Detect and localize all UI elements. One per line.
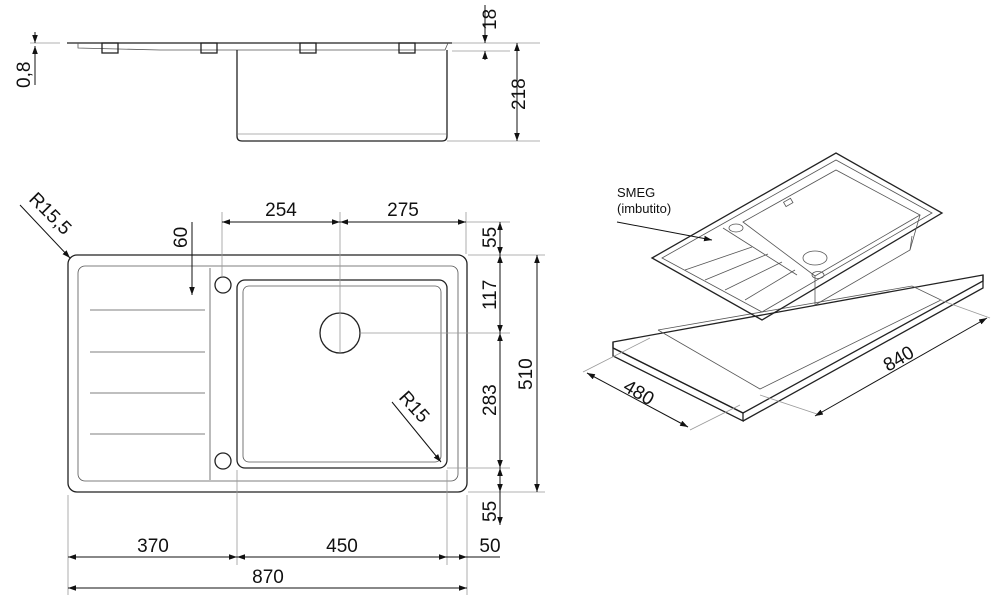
side-view: 0,8 18 218 (14, 5, 540, 142)
sink-iso (650, 152, 944, 321)
label-type: (imbutito) (617, 201, 671, 216)
dim-total-width: 870 (252, 567, 284, 588)
dim-hole-offset: 60 (171, 227, 192, 248)
dim-right-margin: 50 (479, 536, 500, 557)
dim-total-depth: 510 (516, 358, 537, 390)
dim-thickness: 0,8 (14, 62, 35, 88)
dim-top-margin: 55 (480, 227, 501, 248)
dim-bowl-radius: R15 (394, 387, 433, 427)
drainer-grooves (90, 309, 205, 435)
dim-bottom-margin: 55 (480, 501, 501, 522)
mounting-clips (101, 42, 416, 54)
dim-corner-radius: R15,5 (24, 189, 75, 240)
dim-waste-to-bottom: 283 (480, 384, 501, 416)
dim-waste-from-top: 117 (480, 280, 501, 310)
dim-left-to-waste: 254 (265, 200, 297, 221)
top-view: 254 275 60 R15,5 R15 55 117 283 55 510 (19, 189, 545, 595)
dim-drainer-width: 370 (137, 536, 169, 557)
dim-cutout-width: 840 (880, 342, 918, 376)
dim-rim-height: 18 (480, 9, 501, 30)
label-brand: SMEG (617, 185, 655, 200)
dim-cutout-depth: 480 (620, 376, 658, 410)
dim-waste-to-right: 275 (387, 200, 419, 221)
tap-hole (214, 276, 232, 294)
overflow-hole (214, 452, 232, 470)
dim-bowl-width: 450 (326, 536, 358, 557)
dim-bowl-depth: 218 (509, 78, 530, 110)
sink-outline (67, 254, 468, 493)
countertop (612, 274, 984, 423)
isometric-view: SMEG (imbutito) 480 840 (582, 152, 991, 431)
bowl-profile (236, 50, 448, 142)
bowl (236, 279, 448, 469)
